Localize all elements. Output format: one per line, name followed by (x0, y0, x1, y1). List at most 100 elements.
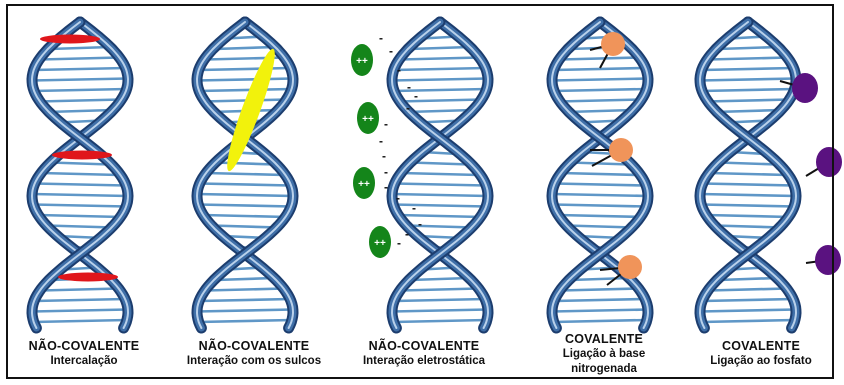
base-pair (196, 318, 294, 324)
caption-intercalation: NÃO-COVALENTE Intercalação (0, 339, 168, 369)
intercalator-molecule (58, 272, 118, 282)
base-pair (553, 297, 647, 303)
base-pair (214, 161, 276, 166)
base-pair (551, 318, 649, 324)
base-pair (699, 318, 797, 324)
base-pair (195, 308, 295, 313)
base-pair (33, 182, 127, 187)
dna-helix-3 (386, 16, 494, 334)
base-pair (201, 213, 289, 219)
caption-sublabel: Ligação ao fosfato (710, 355, 812, 367)
dna-helix-5 (694, 16, 802, 334)
base-pair (391, 318, 489, 324)
base-pair (393, 66, 487, 72)
base-pair (198, 66, 292, 72)
base-pair (30, 308, 130, 313)
backbone-highlight (390, 21, 490, 329)
base-pair (698, 192, 798, 198)
caption-sublabel: Intercalação (50, 355, 118, 367)
caption-groove-binding: NÃO-COVALENTE Interação com os sulcos (170, 339, 338, 369)
base-pair (213, 45, 277, 51)
plus-sign: ++ (374, 238, 386, 249)
base-pair (195, 77, 295, 82)
base-pair (569, 161, 631, 166)
minus-sign: - (379, 134, 383, 148)
base-pair (399, 56, 481, 61)
phosphate-adduct (815, 245, 841, 275)
base-pair (392, 87, 488, 93)
intercalator-molecule (52, 150, 112, 160)
minus-sign: - (384, 117, 388, 131)
minus-sign: - (379, 31, 383, 45)
caption-sublabel: Ligação à base (562, 348, 646, 360)
caption-sublabel-line2: nitrogenada (571, 363, 637, 375)
base-pair (37, 98, 123, 103)
base-pair (717, 276, 779, 282)
minus-sign: - (405, 227, 409, 241)
figure-frame (6, 4, 834, 379)
base-pair (556, 213, 644, 219)
caption-sublabel: Interação eletrostática (362, 355, 486, 367)
base-pair (30, 77, 130, 82)
base-pair (550, 192, 650, 198)
base-pair (550, 77, 650, 82)
base-pair (705, 98, 791, 103)
minus-sign: - (384, 180, 388, 194)
base-pair (405, 224, 475, 229)
backbone-highlight (195, 21, 295, 329)
ligand-layer: ++++++++---------------- (40, 31, 842, 286)
base-pair (214, 276, 276, 282)
base-pair (39, 56, 121, 61)
base-pair (393, 182, 487, 187)
base-pair (391, 203, 489, 208)
phosphate-adduct (816, 147, 842, 177)
caption-phosphate-binding: COVALENTE Ligação ao fosfato (677, 339, 844, 369)
minus-sign: - (414, 89, 418, 103)
base-pair (716, 45, 780, 51)
base-pair (390, 77, 490, 82)
caption-label: NÃO-COVALENTE (198, 339, 310, 353)
intercalator-molecule (40, 34, 100, 44)
base-pair (717, 161, 779, 166)
base-pair (198, 182, 292, 187)
base-pair (569, 276, 631, 282)
cation (357, 102, 379, 134)
cation (351, 44, 373, 76)
minus-sign: - (384, 165, 388, 179)
backbone-highlight (30, 21, 130, 329)
minus-sign: - (407, 80, 411, 94)
caption-base-binding: COVALENTE Ligação à base nitrogenada (520, 332, 688, 377)
backbone-highlight (550, 21, 650, 329)
base-pair (31, 203, 128, 208)
base-pair (698, 308, 798, 313)
base-pair (704, 213, 792, 219)
base-pair (33, 66, 127, 72)
base-pair (197, 87, 293, 93)
base-pair (701, 297, 795, 303)
base-pair (409, 161, 471, 166)
base-pair (31, 318, 129, 324)
phosphate-adduct (792, 73, 818, 103)
base-pair (204, 171, 286, 177)
base-pair (699, 203, 797, 208)
base-pair (557, 98, 643, 103)
base-pair (390, 192, 490, 198)
base-pair (551, 203, 649, 208)
base-pair (30, 192, 130, 198)
minus-sign: - (389, 44, 393, 58)
cation (369, 226, 391, 258)
base-pair (559, 56, 641, 61)
backbone-highlight (698, 21, 798, 329)
base-pair (708, 287, 788, 292)
base-pair (713, 108, 783, 114)
minus-sign: - (396, 191, 400, 205)
base-pair (698, 77, 798, 82)
base-pair (396, 213, 484, 219)
base-pair (205, 287, 285, 292)
base-pair (559, 171, 641, 177)
base-pair (707, 171, 789, 177)
base-adduct (601, 32, 625, 56)
plus-sign: ++ (356, 56, 368, 67)
base-pair (195, 192, 295, 198)
backbone-highlight (195, 21, 295, 329)
